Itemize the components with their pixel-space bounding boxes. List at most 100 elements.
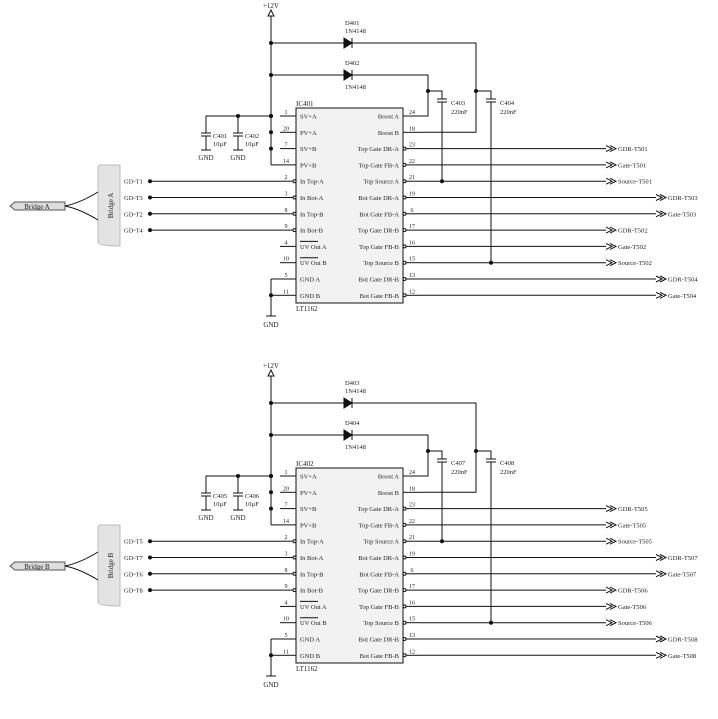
net-port-arrow-icon <box>655 554 668 561</box>
pin-inversion-icon <box>292 195 297 200</box>
pin-number: 6 <box>411 208 414 214</box>
capacitor-icon <box>233 492 243 497</box>
junction-dot <box>148 588 152 593</box>
pin-name: Top Gate FB-A <box>359 522 400 529</box>
cap-reference: C408 <box>500 460 514 467</box>
pin-name: UV Out A <box>300 604 327 611</box>
pin-inversion-icon <box>402 228 407 233</box>
pin-inversion-icon <box>402 539 407 544</box>
pin-inversion-icon <box>402 277 407 281</box>
output-net-label: GDR-T505 <box>618 506 648 513</box>
cap-value: 10µF <box>245 501 259 508</box>
pin-name: Top Gate FB-A <box>359 162 400 169</box>
wire <box>352 434 429 477</box>
pin-inversion-icon <box>402 162 407 167</box>
pin-number: 7 <box>285 503 288 509</box>
pin-name: SV+A <box>300 474 317 481</box>
pin-number: 7 <box>285 143 288 149</box>
pin-inversion-icon <box>292 571 297 576</box>
cap-reference: C406 <box>245 493 260 500</box>
pin-name: Top Gate DR-B <box>358 588 400 595</box>
ic-part-number: LT1162 <box>296 665 318 673</box>
output-net-label: GDR-T501 <box>618 146 648 153</box>
net-port-arrow-icon <box>655 210 668 218</box>
pin-inversion-icon <box>292 228 297 233</box>
pin-number: 10 <box>283 617 289 623</box>
net-port-arrow-icon <box>605 161 618 169</box>
junction-dot <box>269 293 273 298</box>
capacitor-icon <box>201 132 211 137</box>
output-net-label: GDR-T507 <box>668 555 698 562</box>
input-net-label: GD-T8 <box>124 588 143 595</box>
capacitor-icon <box>201 492 211 497</box>
pin-name: Top Source B <box>363 260 399 267</box>
pin-number: 24 <box>409 110 415 116</box>
cap-reference: C405 <box>213 493 227 500</box>
junction-dot <box>269 146 273 151</box>
output-net-label: Gate-T501 <box>618 162 646 169</box>
pin-name: In Bot-A <box>300 195 324 202</box>
pin-name: Top Gate DR-A <box>358 506 400 513</box>
pin-number: 19 <box>409 192 415 198</box>
output-net-label: Gate-T504 <box>668 293 697 300</box>
cap-value: 220nF <box>500 109 517 116</box>
ic-part-number: LT1162 <box>296 305 318 313</box>
pin-number: 5 <box>285 633 288 639</box>
supply-label: +12V <box>263 362 279 370</box>
junction-dot <box>148 539 152 544</box>
pin-inversion-icon <box>402 195 407 200</box>
pin-number: 2 <box>285 535 288 541</box>
pin-name: Top Source B <box>363 620 399 627</box>
pin-inversion-icon <box>402 211 407 216</box>
pin-name: In Bot-A <box>300 555 324 562</box>
gnd-label: GND <box>230 154 245 162</box>
junction-dot <box>236 114 240 118</box>
pin-number: 14 <box>283 159 289 165</box>
pin-name: Bot Gate FB-B <box>360 653 400 660</box>
pin-inversion-icon <box>402 588 407 593</box>
pin-name: Top Gate DR-B <box>358 228 400 235</box>
bus-entry <box>64 551 99 581</box>
output-net-label: Gate-T507 <box>668 571 697 578</box>
input-net-label: GD-T3 <box>124 195 143 202</box>
diode-icon <box>343 397 353 409</box>
output-net-label: GDR-T503 <box>668 195 698 202</box>
wire <box>352 42 477 133</box>
pin-number: 3 <box>285 192 288 198</box>
net-port-arrow-icon <box>655 291 668 299</box>
junction-dot <box>269 490 273 495</box>
junction-dot <box>148 228 152 233</box>
pin-name: PV+A <box>300 130 317 137</box>
cap-value: 10µF <box>213 141 227 148</box>
pin-inversion-icon <box>402 260 407 265</box>
pin-name: Boost A <box>378 474 399 481</box>
output-net-label: GDR-T504 <box>668 277 698 284</box>
diode-icon <box>343 429 353 441</box>
pin-inversion-icon <box>292 555 297 560</box>
pin-name: PV+B <box>300 522 317 529</box>
net-port-arrow-icon <box>605 259 618 267</box>
pin-name: Bot Gate DR-A <box>358 195 399 202</box>
junction-dot <box>269 474 273 478</box>
net-port-arrow-icon <box>655 570 668 578</box>
cap-reference: C404 <box>500 100 515 107</box>
pin-number: 18 <box>409 126 415 132</box>
pin-name: SV+A <box>300 114 317 121</box>
input-net-label: GD-T6 <box>124 571 144 578</box>
pin-name: In Top-B <box>300 211 324 218</box>
output-net-label: GDR-T508 <box>668 637 698 644</box>
cap-reference: C401 <box>213 133 227 140</box>
pin-name: Bot Gate DR-B <box>359 277 400 284</box>
cap-value: 220nF <box>451 469 468 476</box>
ic-body <box>295 107 404 304</box>
pin-number: 4 <box>285 240 288 246</box>
pin-name: Bot Gate DR-A <box>358 555 399 562</box>
pin-name: Boost A <box>378 114 399 121</box>
cap-reference: C402 <box>245 133 259 140</box>
output-net-label: Gate-T505 <box>618 522 646 529</box>
pin-number: 12 <box>409 289 415 295</box>
pin-name: Bot Gate DR-B <box>359 637 400 644</box>
